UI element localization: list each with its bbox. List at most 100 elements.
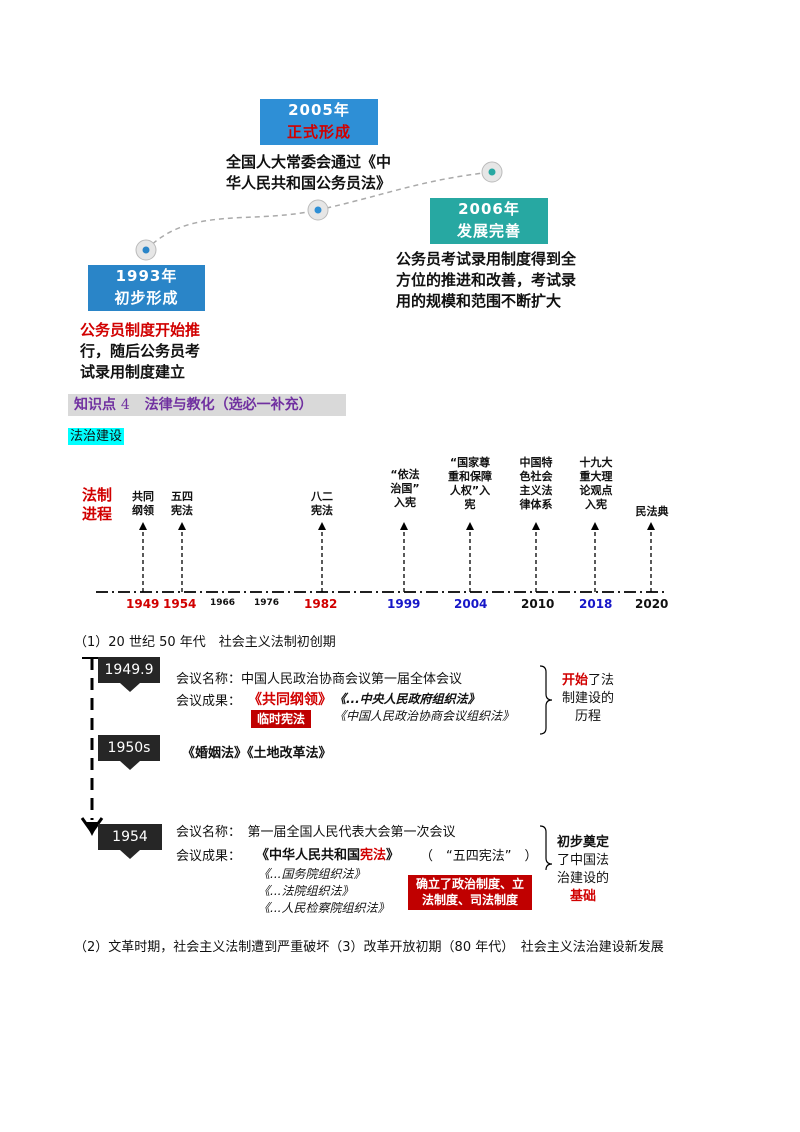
year-label: 2004 — [454, 597, 488, 611]
event-line: 民法典 — [635, 505, 669, 518]
side-note-line: 历程 — [574, 709, 601, 724]
legal-timeline-title: 法制 进程 — [82, 486, 112, 524]
result-label-1954: 会议成果： — [176, 849, 242, 864]
result-label-1949: 会议成果： — [176, 694, 242, 709]
year-label: 1999 — [387, 597, 421, 611]
side-note-line: 治建设的 — [556, 871, 609, 886]
year-label: 1966 — [210, 598, 236, 608]
desc-1993: 公务员制度开始推 行，随后公务员考 试录用制度建立 — [80, 320, 200, 383]
desc-2006-line: 用的规模和范围不断扩大 — [396, 292, 562, 310]
event-line: 律体系 — [519, 498, 553, 511]
sub-law: 《...人民检察院组织法》 — [258, 901, 390, 915]
year-2005: 2005年 — [288, 101, 350, 119]
event-line: 八二 — [311, 490, 333, 503]
node-1993-icon — [135, 239, 157, 261]
event-line: 十九大 — [579, 456, 613, 469]
kp-prefix: 知识点 — [74, 397, 116, 413]
desc-2005: 全国人大常委会通过《中 华人民共和国公务员法》 — [226, 152, 391, 194]
title-2006: 发展完善 — [456, 222, 521, 240]
kp-title: 法律与教化（选必一补充） — [144, 397, 313, 413]
event-line: 重和保障 — [448, 470, 492, 483]
year-label: 1976 — [254, 598, 280, 608]
year-1993: 1993年 — [115, 267, 178, 285]
result-sub-1949-1: 《...中央人民政府组织法》 — [334, 692, 480, 706]
sub-laws-1954: 《...国务院组织法》 《...法院组织法》 《...人民检察院组织法》 — [258, 866, 389, 917]
kp-number: 4 — [120, 397, 130, 413]
event-line: 入宪 — [585, 498, 607, 511]
title-2005: 正式形成 — [286, 123, 351, 141]
year-box-2005: 2005年 正式形成 — [260, 99, 378, 145]
curve-connector — [135, 161, 503, 261]
side-note-line: 了中国法 — [556, 853, 609, 868]
knowledge-point-header: 知识点 4 法律与教化（选必一补充） — [68, 394, 346, 416]
badge-line: 法制度、司法制度 — [421, 893, 518, 907]
result-note-1954: （ “五四宪法” ） — [420, 849, 538, 864]
event-line: 主义法 — [519, 484, 553, 497]
constitution-red: 宪法 — [360, 848, 387, 863]
badge-line: 确立了政治制度、立 — [415, 877, 524, 891]
constitution-post: 》 — [386, 848, 400, 863]
title-1993: 初步形成 — [114, 289, 179, 307]
event-legal-system: 中国特 色社会 主义法 律体系 — [512, 456, 560, 512]
event-line: 共同 — [132, 490, 154, 503]
laws-1950s: 《婚姻法》《土地改革法》 — [182, 746, 332, 761]
event-line: 五四 — [171, 490, 193, 503]
side-note-red: 开始 — [561, 673, 588, 688]
event-1954-constitution: 五四 宪法 — [168, 490, 196, 518]
desc-1993-line: 试录用制度建立 — [80, 363, 186, 381]
tag-pointer-icon — [120, 761, 140, 770]
desc-2005-line: 华人民共和国公务员法》 — [226, 174, 392, 192]
desc-2006-line: 方位的推进和改善，考试录 — [396, 271, 577, 289]
side-note-line: 了法 — [588, 673, 615, 688]
event-line: 宪 — [464, 498, 476, 511]
event-line: 人权”入 — [449, 484, 491, 497]
event-line: 重大理 — [579, 470, 613, 483]
event-line: 纲领 — [132, 504, 154, 517]
event-line: 论观点 — [579, 484, 613, 497]
title-line: 进程 — [82, 505, 113, 523]
constitution-pre: 《中华人民共和国 — [256, 848, 361, 863]
node-2006-icon — [481, 161, 503, 183]
side-note-1954: 初步奠定 了中国法 治建设的 基础 — [548, 834, 618, 906]
event-human-rights: “国家尊 重和保障 人权”入 宪 — [440, 456, 500, 512]
node-2005-icon — [307, 199, 329, 221]
result-common-program: 《共同纲领》 — [248, 692, 332, 708]
desc-1993-red: 公务员制度开始推 — [80, 321, 201, 339]
desc-1993-line: 行，随后公务员考 — [80, 342, 201, 360]
tag-1954: 1954 — [98, 824, 162, 850]
event-common-program: 共同 纲领 — [129, 490, 157, 518]
event-civil-code: 民法典 — [628, 505, 676, 519]
sub-law: 《...国务院组织法》 — [258, 867, 366, 881]
year-label: 1982 — [304, 597, 338, 611]
year-box-2006: 2006年 发展完善 — [430, 198, 548, 244]
year-label: 2020 — [635, 597, 669, 611]
tag-1950s: 1950s — [98, 735, 160, 761]
event-line: 宪法 — [311, 504, 333, 517]
event-line: 中国特 — [519, 456, 553, 469]
result-1954-constitution: 《中华人民共和国宪法》 — [256, 844, 399, 863]
year-label: 1949 — [126, 597, 160, 611]
badge-systems-established: 确立了政治制度、立 法制度、司法制度 — [408, 875, 532, 910]
event-19th-congress: 十九大 重大理 论观点 入宪 — [572, 456, 620, 512]
year-2006: 2006年 — [458, 200, 520, 218]
event-line: 宪法 — [171, 504, 193, 517]
side-note-line: 初步奠定 — [556, 835, 609, 850]
event-line: “国家尊 — [449, 456, 491, 469]
result-sub-1949-2: 《中国人民政治协商会议组织法》 — [334, 709, 515, 723]
period-1-heading: （1）20 世纪 50 年代 社会主义法制初创期 — [74, 635, 336, 650]
legal-axis — [96, 522, 668, 593]
side-note-1949: 开始了法 制建设的 历程 — [556, 672, 620, 726]
period-2-3-heading: （2）文革时期，社会主义法制遭到严重破坏（3）改革开放初期（80 年代） 社会主… — [74, 940, 664, 955]
subhead-highlight: 法治建设 — [68, 428, 125, 445]
side-note-line: 制建设的 — [561, 691, 614, 706]
tag-1949-9: 1949.9 — [98, 657, 160, 683]
tag-pointer-icon — [120, 850, 140, 859]
event-line: “依法 — [390, 468, 420, 481]
event-line: 治国” — [390, 482, 420, 495]
sub-law: 《...法院组织法》 — [258, 884, 354, 898]
desc-2006: 公务员考试录用制度得到全 方位的推进和改善，考试录 用的规模和范围不断扩大 — [396, 249, 576, 312]
title-line: 法制 — [82, 486, 113, 504]
desc-2005-line: 全国人大常委会通过《中 — [226, 153, 392, 171]
tag-pointer-icon — [120, 683, 140, 692]
event-line: 色社会 — [519, 470, 553, 483]
